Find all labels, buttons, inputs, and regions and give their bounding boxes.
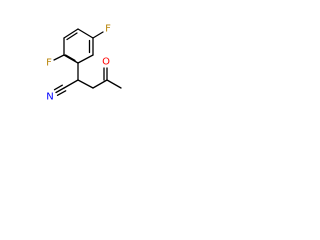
ketone-oxygen-label: O [102, 57, 110, 68]
nitrile-nitrogen-label: N [46, 92, 53, 103]
nitrile-triple-bond-2 [53, 84, 63, 91]
ring-bond-c6-c1 [77, 54, 94, 64]
ring-bond-c1-c2 [63, 54, 79, 64]
bond-c2-fluorine-left [53, 54, 65, 61]
ring-bond-c3-c4-inner [66, 32, 78, 41]
ring-bond-c4-c5 [77, 28, 94, 39]
fluorine-top-label: F [105, 24, 111, 35]
nitrile-triple-bond-1 [55, 87, 65, 94]
ring-bond-c3-c4 [63, 28, 79, 39]
bond-methylene-to-carbonyl [92, 79, 108, 89]
chemical-structure: F F N O [46, 24, 122, 103]
bond-alpha-to-nitrile-carbon [63, 79, 79, 89]
ring-bond-c1-c2-inner [64, 54, 76, 62]
nitrile-triple-bond-3 [56, 90, 67, 96]
bond-alpha-to-methylene [77, 79, 94, 89]
bond-carbonyl-to-methyl [106, 79, 122, 89]
bond-c5-fluorine-top [92, 31, 104, 39]
fluorine-left-label: F [46, 58, 52, 69]
